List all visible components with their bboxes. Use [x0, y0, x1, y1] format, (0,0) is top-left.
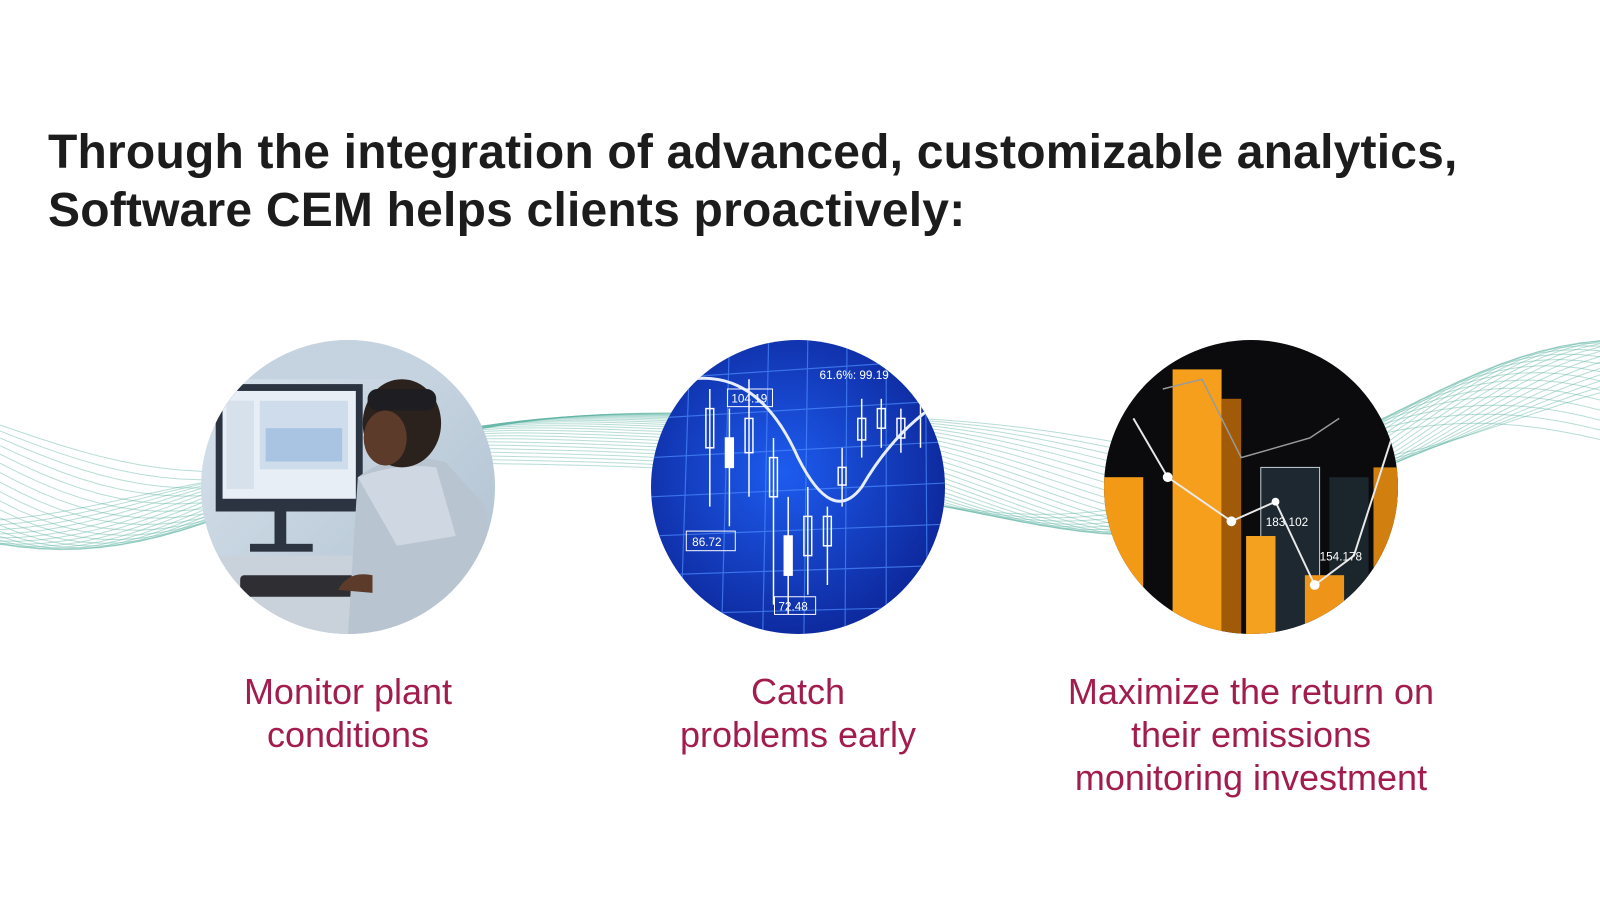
- caption-line: problems early: [679, 714, 917, 755]
- chart-label-top: 61.6%: 99.19: [820, 369, 889, 382]
- caption-line: monitoring investment: [1074, 757, 1428, 798]
- caption-line: Maximize the return on: [1067, 671, 1435, 712]
- chart-label-left-bottom: 86.72: [692, 536, 721, 549]
- chart-label-bottom: 72.48: [778, 600, 808, 613]
- stock-candlestick-chart-photo: 61.6%: 99.19 104.19 86.72 72.48: [651, 340, 945, 634]
- caption-monitor-plant: Monitor plant conditions: [138, 670, 558, 756]
- caption-line: their emissions: [1130, 714, 1372, 755]
- caption-line: conditions: [266, 714, 430, 755]
- orange-bar-chart-photo: 183.102 154.178: [1104, 340, 1398, 634]
- headline-line-1: Through the integration of advanced, cus…: [48, 126, 1458, 179]
- person-at-computer-photo: [201, 340, 495, 634]
- caption-maximize-return: Maximize the return on their emissions m…: [1041, 670, 1461, 799]
- bar-label-b: 154.178: [1320, 551, 1363, 564]
- caption-line: Monitor plant: [243, 671, 453, 712]
- caption-line: Catch: [750, 671, 846, 712]
- slide-headline: Through the integration of advanced, cus…: [48, 124, 1548, 240]
- chart-label-left-top: 104.19: [731, 393, 767, 406]
- bar-label-a: 183.102: [1266, 516, 1308, 529]
- headline-line-2: Software CEM helps clients proactively:: [48, 184, 966, 237]
- caption-catch-problems: Catch problems early: [588, 670, 1008, 756]
